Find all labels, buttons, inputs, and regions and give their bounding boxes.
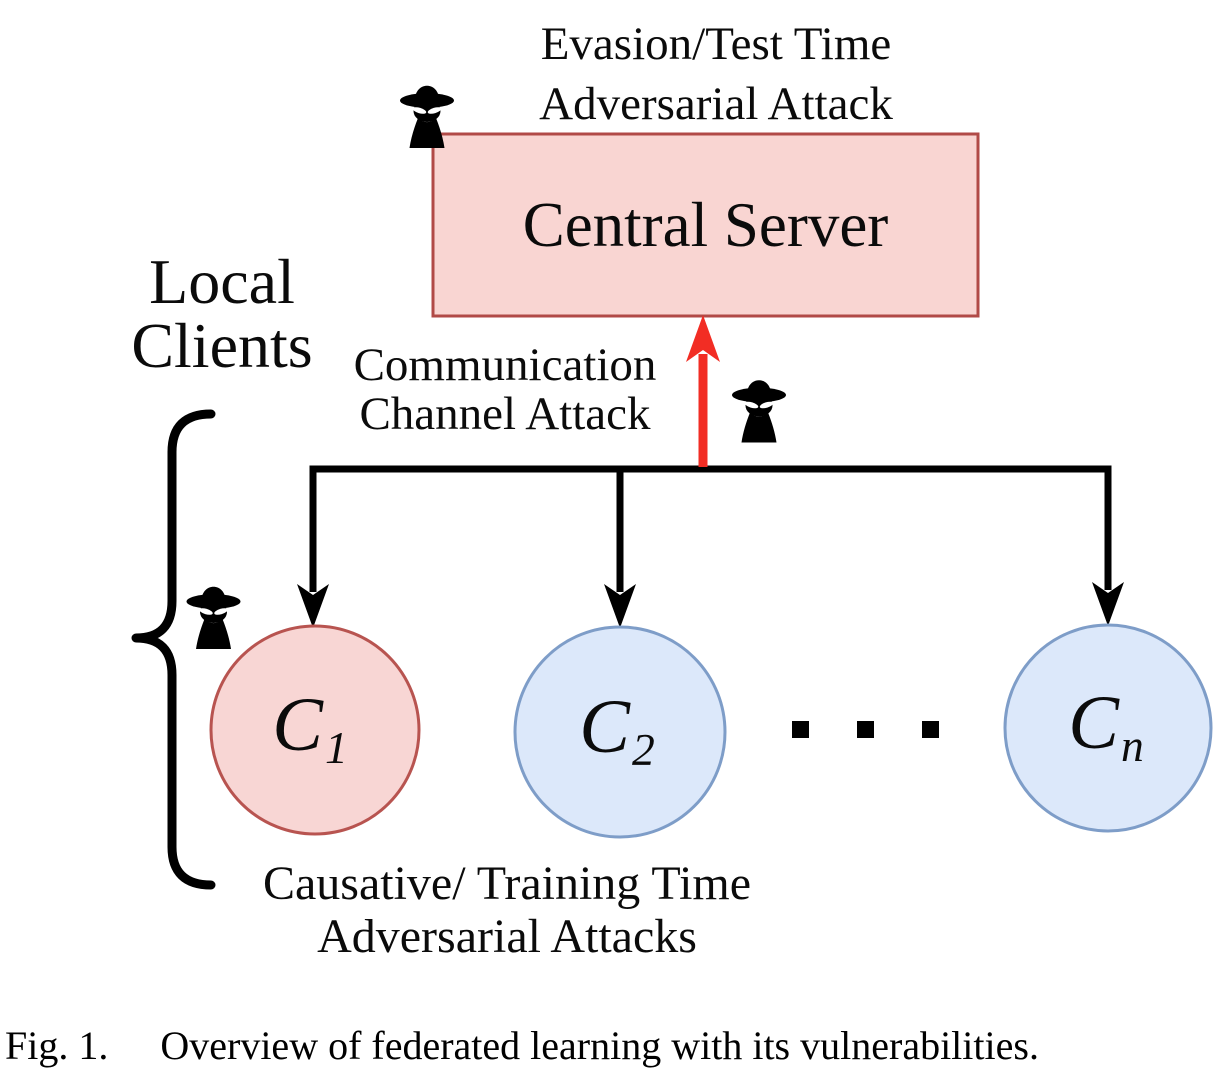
local-clients-label: Local Clients <box>131 250 312 378</box>
upload-arrowhead <box>686 315 720 362</box>
distribution-line <box>309 465 1112 592</box>
causative-attack-label: Causative/ Training Time Adversarial Att… <box>263 857 751 963</box>
ellipsis-dots <box>792 721 939 738</box>
client-cn-label: Cn <box>1068 685 1144 768</box>
central-server-box <box>431 132 980 318</box>
client-cn-base: C <box>1068 680 1119 765</box>
client-c1-subscript: 1 <box>324 721 348 773</box>
download-arrowhead-c2 <box>604 584 636 628</box>
central-server-label: Central Server <box>522 189 889 260</box>
local-clients-brace <box>131 409 216 890</box>
spy-icon-channel-attack <box>732 380 786 443</box>
local-clients-line1: Local <box>149 246 295 317</box>
download-arrowhead-cn <box>1092 582 1124 626</box>
client-c1-base: C <box>272 682 323 767</box>
evasion-attack-line1: Evasion/Test Time <box>540 18 892 70</box>
ellipsis-dot <box>857 721 874 738</box>
client-c2-label: C2 <box>579 689 655 772</box>
causative-attack-line2: Adversarial Attacks <box>317 910 697 963</box>
figure-caption: Fig. 1. Overview of federated learning w… <box>5 1023 1039 1069</box>
evasion-attack-label: Evasion/Test Time Adversarial Attack <box>539 14 893 134</box>
channel-attack-label: Communication Channel Attack <box>354 341 657 439</box>
client-cn-circle <box>1003 623 1213 833</box>
channel-attack-line1: Communication <box>353 339 657 391</box>
client-c1-circle <box>209 624 421 836</box>
client-c2-base: C <box>579 684 630 769</box>
client-cn-subscript: n <box>1120 719 1144 771</box>
spy-icon-training-attack <box>186 586 241 649</box>
client-c2-circle <box>513 625 727 839</box>
figure-caption-text: Overview of federated learning with its … <box>160 1023 1039 1068</box>
download-arrowhead-c1 <box>297 584 329 628</box>
client-c2-subscript: 2 <box>631 723 655 775</box>
ellipsis-dot <box>792 721 809 738</box>
local-clients-line2: Clients <box>131 310 313 381</box>
evasion-attack-line2: Adversarial Attack <box>539 78 893 130</box>
causative-attack-line1: Causative/ Training Time <box>262 857 752 910</box>
ellipsis-dot <box>922 721 939 738</box>
figure-number: Fig. 1. <box>5 1023 109 1068</box>
channel-attack-line2: Channel Attack <box>359 388 651 440</box>
client-c1-label: C1 <box>272 687 348 770</box>
